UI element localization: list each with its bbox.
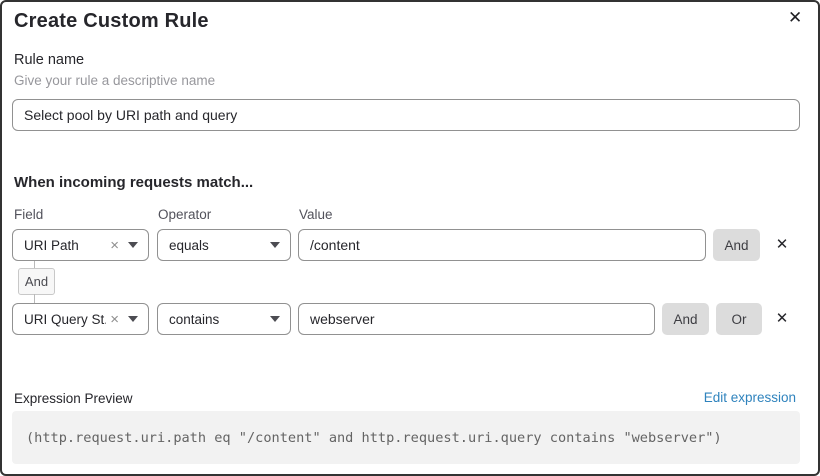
- edit-expression-link[interactable]: Edit expression: [703, 390, 796, 405]
- add-and-condition-button-row2[interactable]: And: [662, 303, 709, 335]
- rule-name-input[interactable]: [12, 99, 800, 131]
- clear-selection-icon[interactable]: ×: [110, 236, 119, 254]
- column-label-field: Field: [14, 207, 44, 222]
- operator-select-row1-value: equals: [169, 237, 209, 253]
- remove-row2-icon[interactable]: ✕: [775, 310, 789, 327]
- connector-line-top: [34, 261, 35, 269]
- column-label-operator: Operator: [158, 207, 212, 222]
- value-input-row2[interactable]: [298, 303, 655, 335]
- chevron-down-icon: [128, 316, 138, 322]
- close-icon[interactable]: ✕: [788, 8, 803, 27]
- operator-select-row1[interactable]: equals: [157, 229, 291, 261]
- add-and-condition-button-row1[interactable]: And: [713, 229, 760, 261]
- field-select-row2-value: URI Query St...: [24, 311, 106, 327]
- field-select-row2[interactable]: URI Query St... ×: [12, 303, 149, 335]
- chevron-down-icon: [270, 242, 280, 248]
- expression-preview-label: Expression Preview: [14, 391, 133, 406]
- field-select-row1[interactable]: URI Path ×: [12, 229, 149, 261]
- remove-row1-icon[interactable]: ✕: [775, 236, 789, 253]
- connector-line-bottom: [34, 294, 35, 304]
- expression-code-text: (http.request.uri.path eq "/content" and…: [26, 429, 722, 446]
- rule-name-label: Rule name: [14, 52, 85, 68]
- match-section-heading: When incoming requests match...: [14, 174, 254, 191]
- column-label-value: Value: [299, 207, 333, 222]
- operator-select-row2[interactable]: contains: [157, 303, 291, 335]
- page-title: Create Custom Rule: [14, 10, 209, 32]
- expression-code-block: (http.request.uri.path eq "/content" and…: [12, 411, 800, 464]
- value-input-row1[interactable]: [298, 229, 706, 261]
- rule-name-helper-text: Give your rule a descriptive name: [14, 73, 216, 88]
- chevron-down-icon: [270, 316, 280, 322]
- field-select-row1-value: URI Path: [24, 237, 79, 253]
- clear-selection-icon[interactable]: ×: [110, 310, 119, 328]
- add-or-condition-button-row2[interactable]: Or: [716, 303, 762, 335]
- and-connector-badge: And: [18, 268, 55, 295]
- chevron-down-icon: [128, 242, 138, 248]
- operator-select-row2-value: contains: [169, 311, 220, 327]
